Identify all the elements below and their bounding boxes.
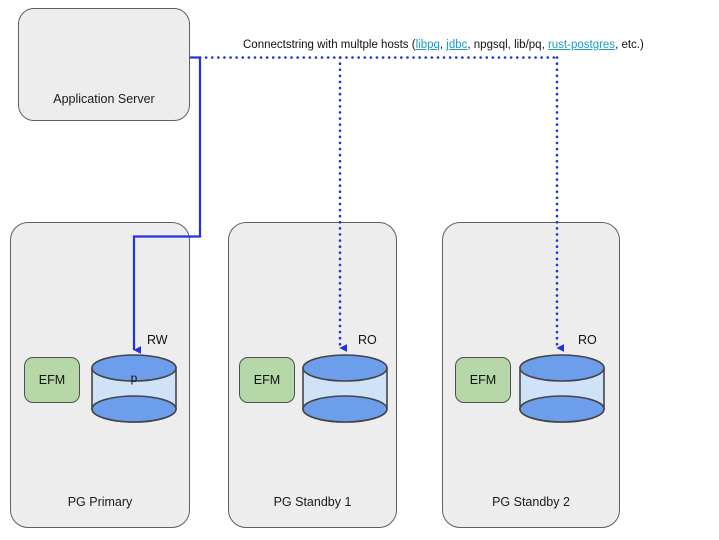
caption-libpq-go: lib/pq: [514, 39, 542, 51]
caption-suffix: , etc.): [615, 39, 644, 51]
caption-prefix: Connectstring with multple hosts (: [243, 39, 416, 51]
link-rust-postgres[interactable]: rust-postgres: [547, 39, 616, 51]
pg-primary-mode-label: RW: [147, 333, 168, 347]
pg-standby-1-mode-label: RO: [358, 333, 377, 347]
database-icon: [519, 354, 605, 423]
database-icon: [302, 354, 388, 423]
pg-standby-2-efm-label: EFM: [469, 373, 497, 387]
caption-npgsql: npgsql: [473, 39, 508, 51]
pg-standby-2-mode-label: RO: [578, 333, 597, 347]
pg-standby-2-efm-box[interactable]: EFM: [455, 357, 511, 403]
link-libpq[interactable]: libpq: [415, 39, 440, 51]
pg-primary-efm-label: EFM: [38, 373, 66, 387]
pg-primary-efm-box[interactable]: EFM: [24, 357, 80, 403]
application-server-label: Application Server: [53, 92, 155, 106]
application-server-node[interactable]: Application Server: [18, 8, 190, 121]
pg-standby-2-database-cylinder[interactable]: [519, 354, 605, 433]
connection-string-caption: Connectstring with multple hosts (libpq,…: [243, 39, 644, 51]
caption-sep-2: ,: [467, 39, 474, 51]
pg-standby-1-efm-box[interactable]: EFM: [239, 357, 295, 403]
pg-standby-1-label: PG Standby 1: [273, 495, 352, 509]
pg-standby-2-label: PG Standby 2: [492, 495, 570, 509]
pg-primary-label: PG Primary: [67, 495, 133, 509]
database-icon: [91, 354, 177, 423]
caption-sep-1: ,: [439, 39, 447, 51]
caption-sep-3: ,: [507, 39, 515, 51]
link-jdbc[interactable]: jdbc: [446, 39, 468, 51]
pg-primary-database-cylinder[interactable]: p: [91, 354, 177, 433]
pg-standby-1-efm-label: EFM: [253, 373, 281, 387]
pg-standby-1-database-cylinder[interactable]: [302, 354, 388, 433]
caption-sep-4: ,: [541, 39, 548, 51]
